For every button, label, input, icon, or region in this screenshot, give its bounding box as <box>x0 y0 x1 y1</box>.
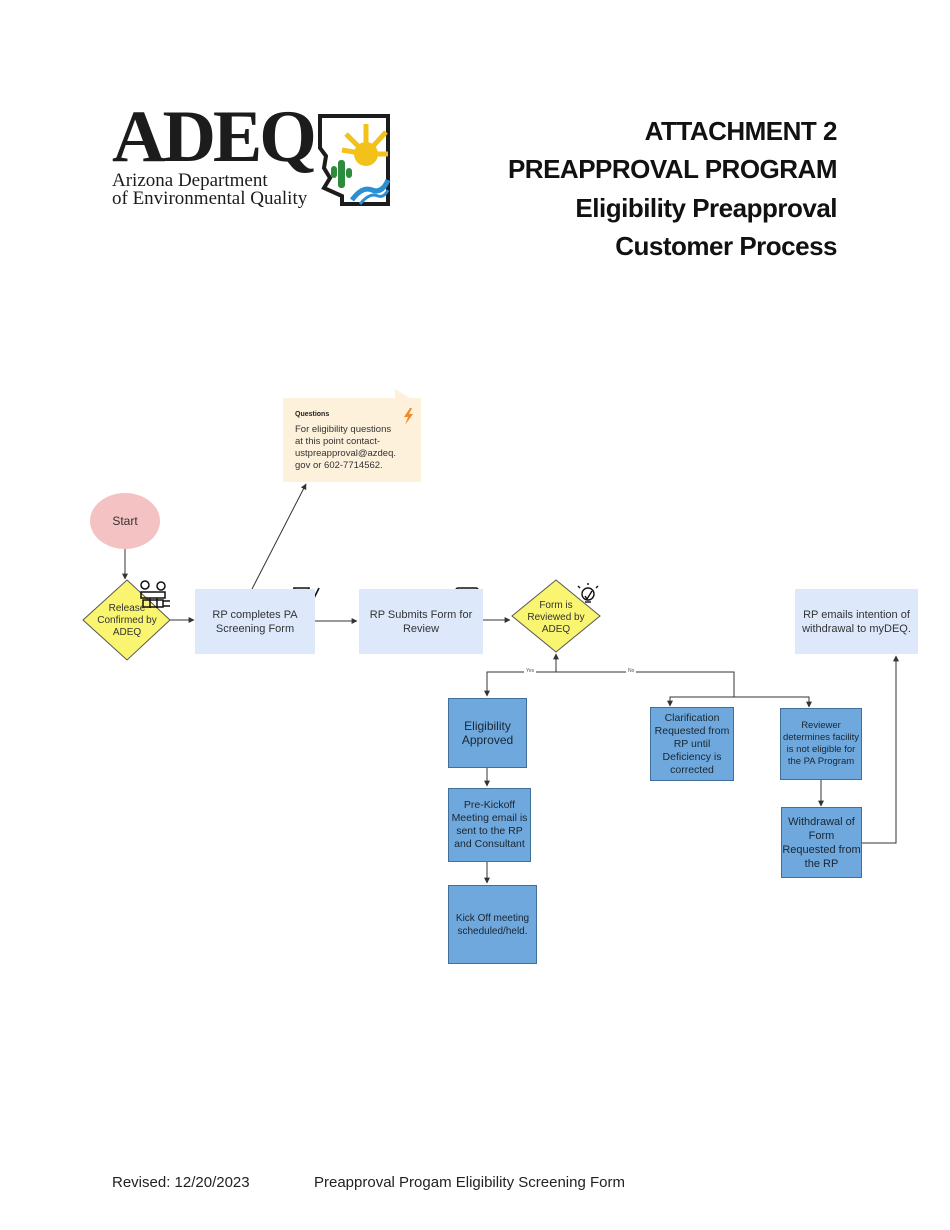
lightning-icon <box>404 408 413 425</box>
title-line-2: PREAPPROVAL PROGRAM <box>507 154 838 184</box>
rp-emails-box: RP emails intention of withdrawal to myD… <box>795 589 918 654</box>
release-label: Release Confirmed by ADEQ <box>97 603 157 638</box>
machinery-icon <box>140 580 170 608</box>
clarification-label: Clarification Requested from RP until De… <box>654 711 730 776</box>
rp-completes-box: RP completes PA Screening Form <box>195 589 315 654</box>
clarification-box: Clarification Requested from RP until De… <box>650 707 734 781</box>
eligibility-approved-label: Eligibility Approved <box>461 719 514 747</box>
rp-emails-label: RP emails intention of withdrawal to myD… <box>802 608 911 635</box>
withdrawal-label: Withdrawal of Form Requested from the RP <box>782 815 861 870</box>
title-line-1: ATTACHMENT 2 <box>644 116 838 146</box>
reviewer-determines-box: Reviewer determines facility is not elig… <box>780 708 862 780</box>
revised-date: Revised: 12/20/2023 <box>112 1174 250 1191</box>
note-title: Questions <box>295 411 330 418</box>
start-label: Start <box>112 514 138 528</box>
yes-label: Yes <box>524 668 537 674</box>
arizona-state-logo-icon <box>318 114 391 206</box>
pre-kickoff-label: Pre-Kickoff Meeting email is sent to the… <box>451 799 528 850</box>
questions-note-shape <box>283 389 421 482</box>
no-label: No <box>626 668 637 674</box>
kickoff-label: Kick Off meeting scheduled/held. <box>455 912 530 937</box>
eligibility-approved-box: Eligibility Approved <box>448 698 527 768</box>
withdrawal-box: Withdrawal of Form Requested from the RP <box>781 807 862 878</box>
form-reviewed-decision <box>511 579 601 653</box>
form-name: Preapproval Progam Eligibility Screening… <box>314 1174 625 1191</box>
logo-subtitle-line1: Arizona Department <box>112 170 268 191</box>
start-node <box>90 493 160 549</box>
title-line-4: Customer Process <box>615 231 837 261</box>
note-body: For eligibility questions at this point … <box>295 424 397 471</box>
logo-subtitle-line2: of Environmental Quality <box>112 188 308 209</box>
kickoff-box: Kick Off meeting scheduled/held. <box>448 885 537 964</box>
title-line-3: Eligibility Preapproval <box>575 193 837 223</box>
rp-submits-box: RP Submits Form for Review <box>359 589 483 654</box>
reviewer-determines-label: Reviewer determines facility is not elig… <box>782 720 860 767</box>
form-reviewed-label: Form is Reviewed by ADEQ <box>527 600 585 635</box>
lightbulb-icon <box>577 583 599 603</box>
rp-submits-label: RP Submits Form for Review <box>369 608 473 635</box>
rp-completes-label: RP completes PA Screening Form <box>212 608 298 635</box>
pre-kickoff-box: Pre-Kickoff Meeting email is sent to the… <box>448 788 531 862</box>
adeq-logo-text: ADEQ <box>112 96 317 178</box>
